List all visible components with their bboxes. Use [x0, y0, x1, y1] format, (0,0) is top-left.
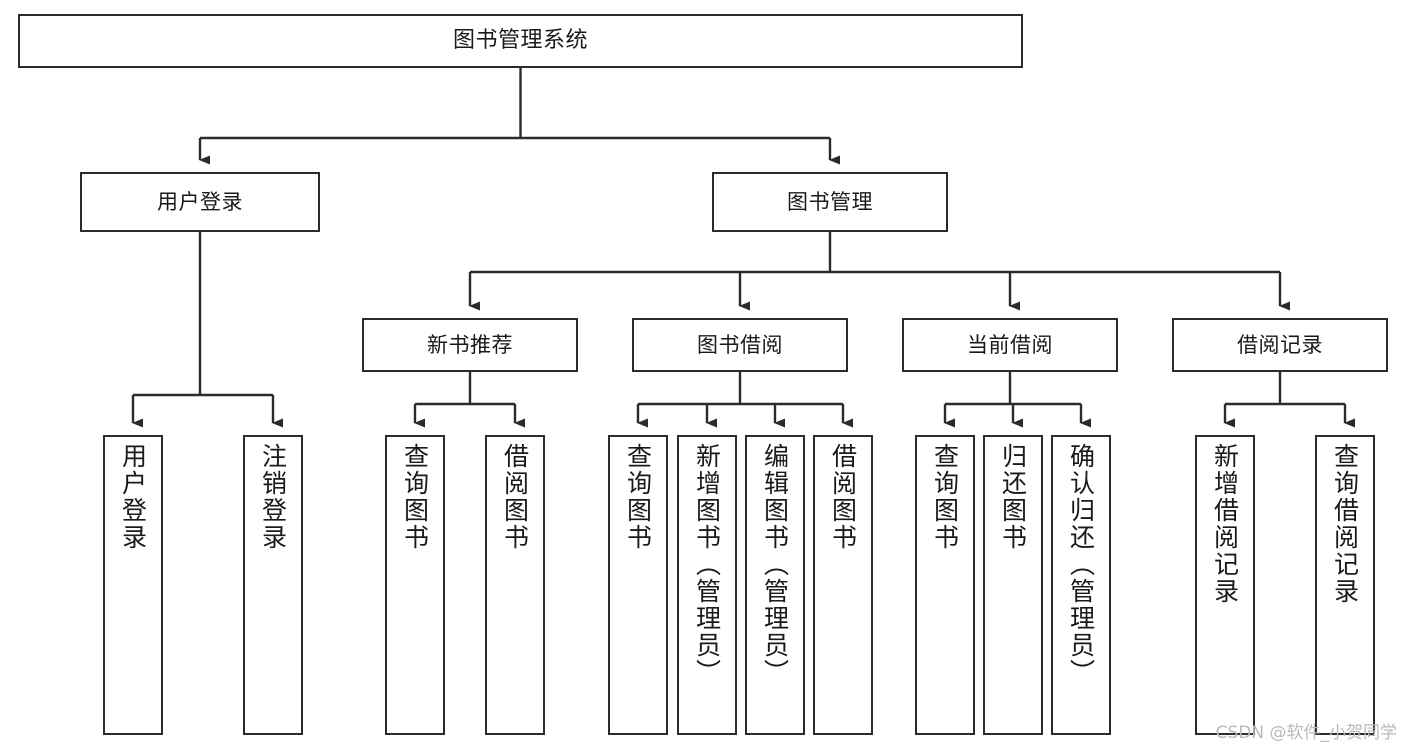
node-leaf-cur-confirm[interactable]: 确认归还（管理员）	[1051, 435, 1111, 735]
node-label-borrow-record: 借阅记录	[1237, 332, 1323, 357]
node-leaf-rec-borrow[interactable]: 借阅图书	[485, 435, 545, 735]
node-label-book-borrow: 图书借阅	[697, 332, 783, 357]
node-leaf-cur-query[interactable]: 查询图书	[915, 435, 975, 735]
node-user-login[interactable]: 用户登录	[80, 172, 320, 232]
watermark-text: CSDN @软件_小贺同学	[1215, 723, 1397, 743]
node-new-book-rec[interactable]: 新书推荐	[362, 318, 578, 372]
node-label-leaf-rec-search: 查询借阅记录	[1330, 443, 1360, 605]
node-book-borrow[interactable]: 图书借阅	[632, 318, 848, 372]
node-root[interactable]: 图书管理系统	[18, 14, 1023, 68]
node-leaf-cur-return[interactable]: 归还图书	[983, 435, 1043, 735]
node-leaf-rec-add[interactable]: 新增借阅记录	[1195, 435, 1255, 735]
node-leaf-rec-search[interactable]: 查询借阅记录	[1315, 435, 1375, 735]
node-label-new-book-rec: 新书推荐	[427, 332, 513, 357]
node-label-book-manage: 图书管理	[787, 189, 873, 214]
node-book-manage[interactable]: 图书管理	[712, 172, 948, 232]
node-label-leaf-user-logout: 注销登录	[258, 443, 288, 551]
node-label-leaf-rec-query: 查询图书	[400, 443, 430, 551]
node-label-leaf-borrow-add: 新增图书（管理员）	[692, 443, 722, 686]
node-label-leaf-rec-borrow: 借阅图书	[500, 443, 530, 551]
node-label-leaf-rec-add: 新增借阅记录	[1210, 443, 1240, 605]
node-current-borrow[interactable]: 当前借阅	[902, 318, 1118, 372]
node-label-current-borrow: 当前借阅	[967, 332, 1053, 357]
node-leaf-rec-query[interactable]: 查询图书	[385, 435, 445, 735]
node-leaf-user-login[interactable]: 用户登录	[103, 435, 163, 735]
node-borrow-record[interactable]: 借阅记录	[1172, 318, 1388, 372]
node-label-leaf-cur-return: 归还图书	[998, 443, 1028, 551]
node-leaf-user-logout[interactable]: 注销登录	[243, 435, 303, 735]
node-label-leaf-user-login: 用户登录	[118, 443, 148, 551]
node-label-leaf-cur-query: 查询图书	[930, 443, 960, 551]
node-leaf-borrow-lend[interactable]: 借阅图书	[813, 435, 873, 735]
node-leaf-borrow-edit[interactable]: 编辑图书（管理员）	[745, 435, 805, 735]
node-leaf-borrow-add[interactable]: 新增图书（管理员）	[677, 435, 737, 735]
node-label-user-login: 用户登录	[157, 189, 243, 214]
node-label-leaf-cur-confirm: 确认归还（管理员）	[1066, 443, 1096, 686]
node-label-leaf-borrow-edit: 编辑图书（管理员）	[760, 443, 790, 686]
node-label-leaf-borrow-query: 查询图书	[623, 443, 653, 551]
node-label-leaf-borrow-lend: 借阅图书	[828, 443, 858, 551]
node-label-root: 图书管理系统	[452, 28, 588, 54]
node-leaf-borrow-query[interactable]: 查询图书	[608, 435, 668, 735]
